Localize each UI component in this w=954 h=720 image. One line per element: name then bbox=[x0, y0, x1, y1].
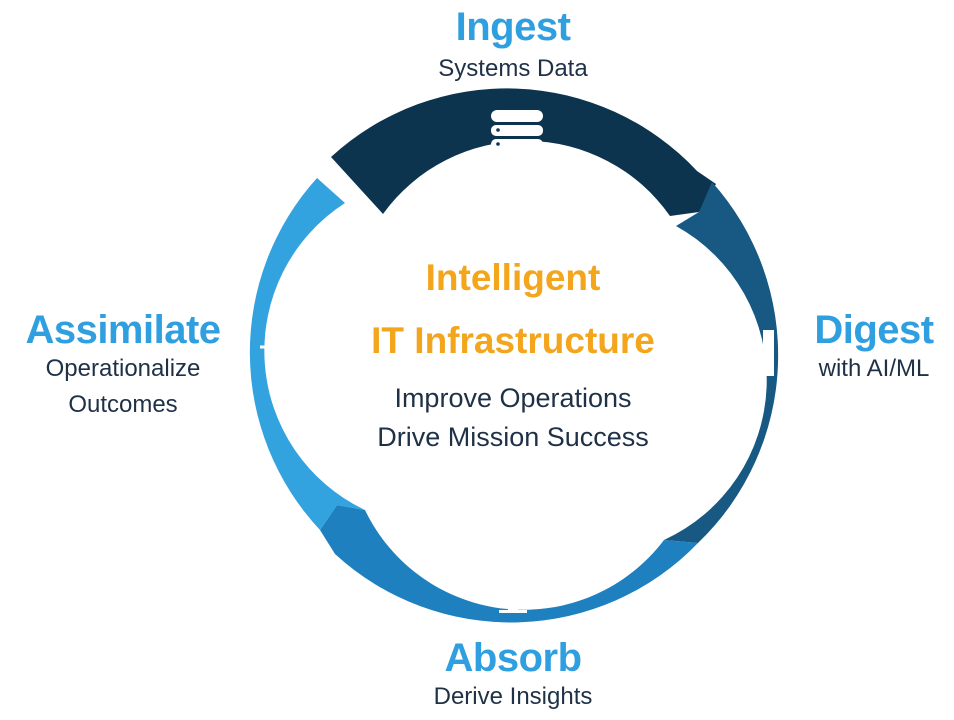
assimilate-subtitle-line1: Operationalize bbox=[45, 355, 201, 382]
assimilate-segment bbox=[249, 178, 365, 530]
center-subtitle-line2: Drive Mission Success bbox=[377, 422, 649, 452]
absorb-title: Absorb bbox=[444, 636, 583, 680]
absorb-subtitle: Derive Insights bbox=[433, 683, 593, 710]
digest-segment bbox=[664, 182, 779, 543]
ingest-title: Ingest bbox=[455, 5, 571, 49]
assimilate-title: Assimilate bbox=[25, 308, 221, 352]
ingest-subtitle: Systems Data bbox=[438, 55, 588, 82]
ingest-segment bbox=[331, 88, 716, 216]
absorb-segment bbox=[320, 505, 698, 623]
database-icon bbox=[491, 110, 543, 150]
assimilate-subtitle-line2: Outcomes bbox=[68, 391, 178, 418]
center-title-line1: Intelligent bbox=[425, 257, 601, 298]
crosshair-icon bbox=[260, 323, 308, 371]
digest-subtitle: with AI/ML bbox=[818, 355, 930, 382]
digest-title: Digest bbox=[814, 308, 934, 352]
bar-chart-icon bbox=[718, 330, 774, 376]
monitor-chart-icon bbox=[486, 566, 540, 613]
center-subtitle-line1: Improve Operations bbox=[394, 383, 632, 413]
center-title-line2: IT Infrastructure bbox=[371, 320, 655, 361]
